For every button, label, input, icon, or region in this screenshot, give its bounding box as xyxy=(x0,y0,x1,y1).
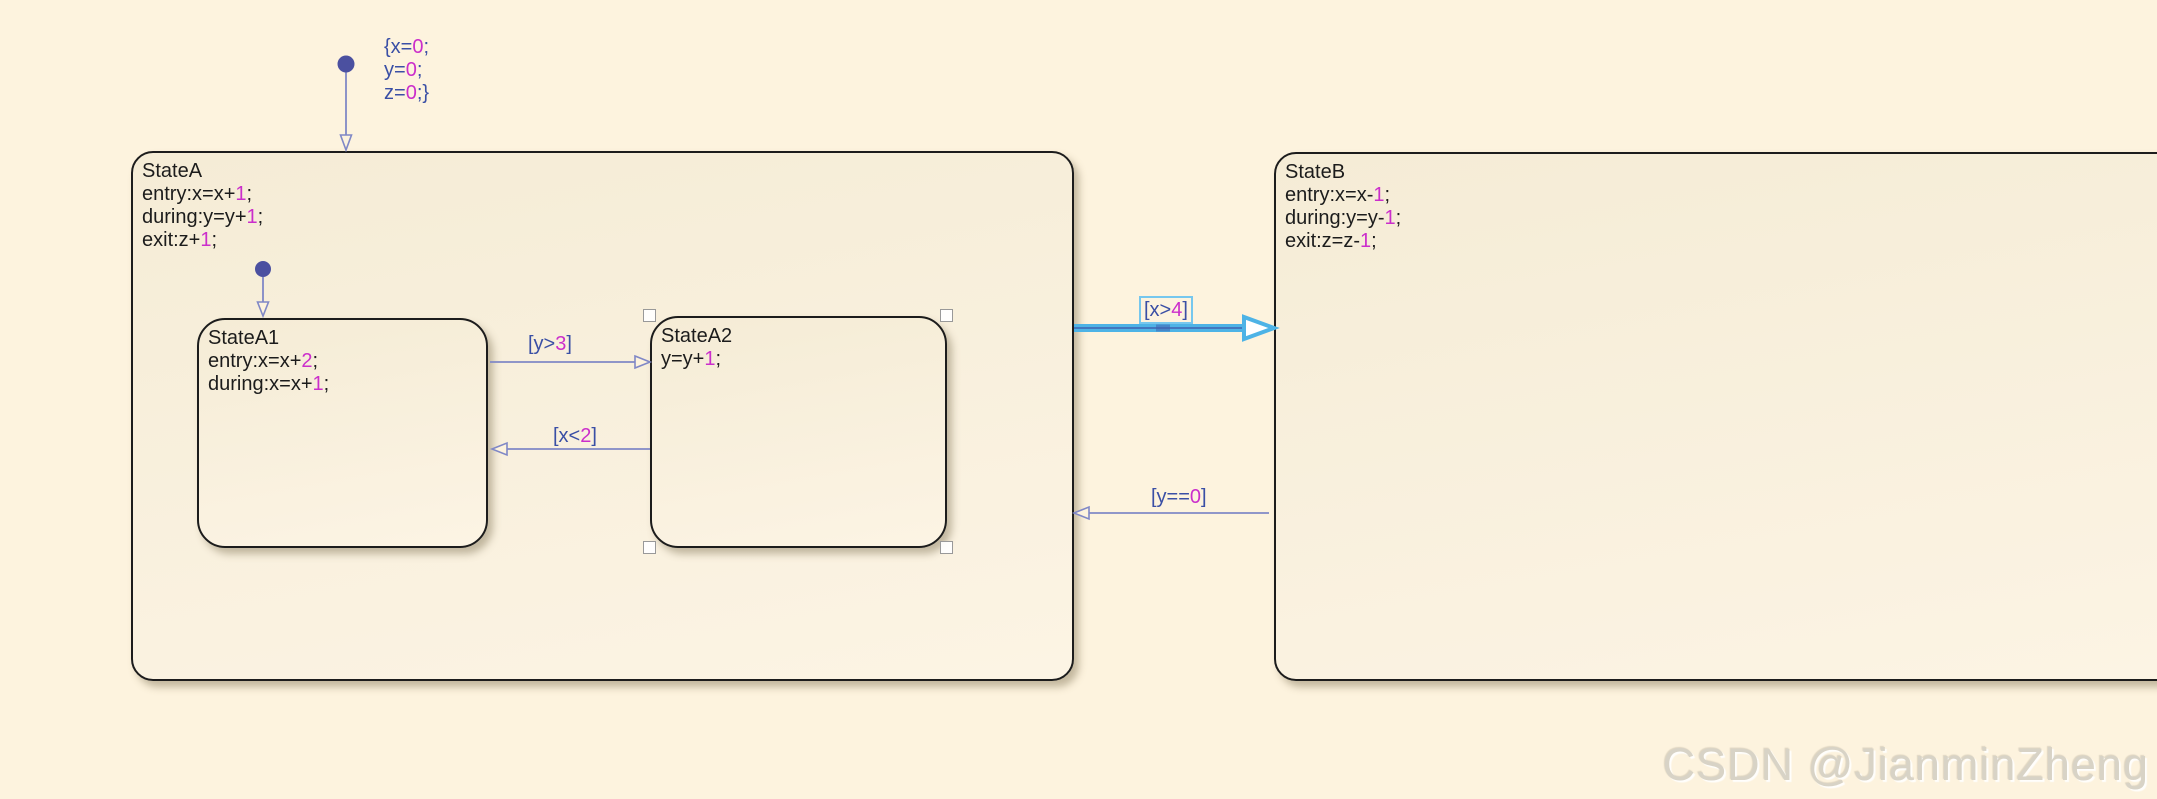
transition-label-x-lt-2[interactable]: [x<2] xyxy=(553,425,597,447)
default-transition-StateA1[interactable] xyxy=(255,261,271,319)
initial-substate-dot[interactable] xyxy=(255,261,271,277)
transition-y-gt-3[interactable] xyxy=(490,354,653,370)
selection-handle-bottom-right[interactable] xyxy=(940,541,953,554)
transition-x-lt-2[interactable] xyxy=(489,441,650,457)
csdn-watermark: CSDN @JianminZheng xyxy=(1662,739,2149,790)
transition-x-gt-4[interactable] xyxy=(1074,314,1280,342)
transition-label-x-gt-4[interactable]: [x>4] xyxy=(1139,296,1193,324)
default-transition-label[interactable]: {x=0;y=0;z=0;} xyxy=(384,36,430,104)
transition-y-eq-0[interactable] xyxy=(1071,505,1269,521)
default-transition-top[interactable] xyxy=(337,55,355,153)
transition-label-y-eq-0[interactable]: [y==0] xyxy=(1151,486,1207,508)
transition-midpoint-handle[interactable] xyxy=(1156,324,1170,332)
selection-handle-top-right[interactable] xyxy=(940,309,953,322)
selection-handle-top-left[interactable] xyxy=(643,309,656,322)
transition-label-y-gt-3[interactable]: [y>3] xyxy=(528,333,572,355)
selection-handle-bottom-left[interactable] xyxy=(643,541,656,554)
initial-state-dot[interactable] xyxy=(337,55,355,73)
